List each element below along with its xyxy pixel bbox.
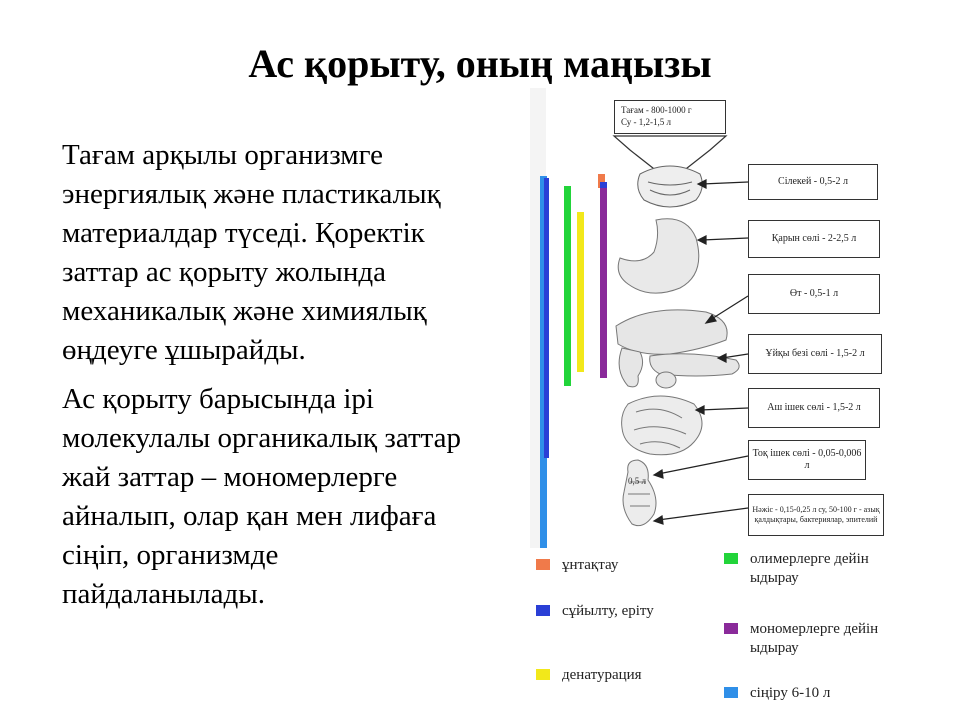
digestion-illustration xyxy=(530,88,749,548)
callout-saliva: Сілекей - 0,5-2 л xyxy=(748,164,878,200)
legend-label-denaturation: денатурация xyxy=(562,667,642,683)
bar-grinding xyxy=(598,174,605,188)
food-intake-line-1: Тағам - 800-1000 г xyxy=(621,105,692,115)
legend-label-absorption: сіңіру 6-10 л xyxy=(750,685,831,701)
callout-large-intestine-juice: Тоқ ішек сөлі - 0,05-0,006 л xyxy=(748,440,866,480)
volume-tag: 0,5 л xyxy=(628,476,646,486)
legend-label-monomer-split: мономерлерге дейін ыдырау xyxy=(750,621,879,656)
paragraph-2: Ас қорыту барысында ірі молекулалы орган… xyxy=(62,383,462,610)
callout-bile: Өт - 0,5-1 л xyxy=(748,274,880,314)
food-intake-box: Тағам - 800-1000 г Су - 1,2-1,5 л xyxy=(614,100,726,134)
legend-swatch-dilution xyxy=(536,605,550,616)
paragraph-1: Тағам арқылы организмге энергиялық және … xyxy=(62,139,441,366)
bar-polymer-split xyxy=(564,186,571,386)
callout-feces: Нәжіс - 0,15-0,25 л су, 50-100 г - азық … xyxy=(748,494,884,536)
large-intestine-illustration xyxy=(622,459,657,527)
stomach-illustration xyxy=(617,218,700,294)
bar-absorption xyxy=(540,176,547,548)
slide-title: Ас қорыту, оның маңызы xyxy=(248,41,712,86)
liver-pancreas-illustration xyxy=(615,309,740,389)
bar-monomer-split xyxy=(600,188,607,378)
bar-dilution xyxy=(544,178,549,458)
legend-grinding: ұнтақтау xyxy=(536,556,716,575)
callout-arrows xyxy=(652,179,749,525)
food-intake-line-2: Су - 1,2-1,5 л xyxy=(621,117,672,127)
legend-monomer-split: мономерлерге дейін ыдырау xyxy=(724,620,894,658)
callout-pancreatic-juice: Ұйқы безі сөлі - 1,5-2 л xyxy=(748,334,882,374)
legend-label-polymer-split: олимерлерге дейін ыдырау xyxy=(750,551,869,586)
legend-label-dilution: сұйылту, еріту xyxy=(562,603,654,619)
legend-label-grinding: ұнтақтау xyxy=(562,557,619,573)
bar-dilution-short xyxy=(600,182,607,190)
bar-denaturation xyxy=(577,212,584,372)
digestion-figure: Тағам - 800-1000 г Су - 1,2-1,5 л Сілеке… xyxy=(510,88,960,720)
callout-small-intestine-juice: Аш ішек сөлі - 1,5-2 л xyxy=(748,388,880,428)
small-intestine-illustration xyxy=(621,395,703,456)
slide-body: Тағам арқылы организмге энергиялық және … xyxy=(62,136,482,624)
callout-gastric-juice: Қарын сөлі - 2-2,5 л xyxy=(748,220,880,258)
legend-polymer-split: олимерлерге дейін ыдырау xyxy=(724,550,894,588)
mouth-illustration xyxy=(637,165,703,208)
legend-swatch-absorption xyxy=(724,687,738,698)
legend-denaturation: денатурация xyxy=(536,666,716,685)
legend-swatch-grinding xyxy=(536,559,550,570)
legend-swatch-denaturation xyxy=(536,669,550,680)
legend-absorption: сіңіру 6-10 л xyxy=(724,684,894,703)
legend-swatch-polymer-split xyxy=(724,553,738,564)
legend-swatch-monomer-split xyxy=(724,623,738,634)
legend-dilution: сұйылту, еріту xyxy=(536,602,716,621)
